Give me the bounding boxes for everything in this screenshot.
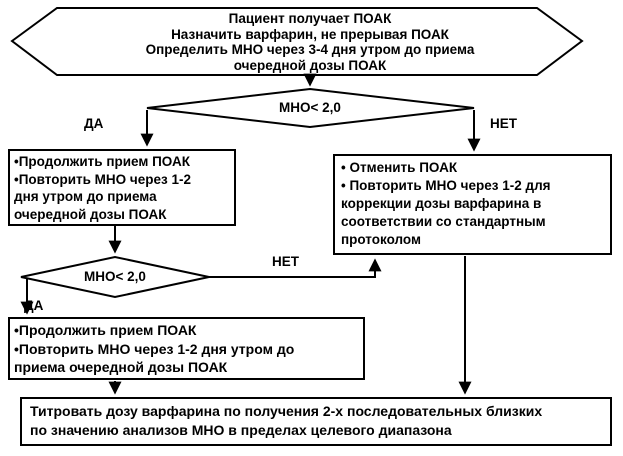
decision2-yes-label: ДА (24, 298, 44, 313)
box-continue-poak-1: •Продолжить прием ПОАК •Повторить МНО че… (8, 149, 236, 226)
decision1-label: МНО< 2,0 (279, 100, 341, 115)
start-step-text: Пациент получает ПОАК Назначить варфарин… (145, 11, 475, 73)
box-continue-poak-2: •Продолжить прием ПОАК •Повторить МНО че… (8, 317, 365, 380)
decision1-yes-label: ДА (84, 116, 104, 131)
box-continue-poak-2-text: •Продолжить прием ПОАК •Повторить МНО че… (14, 322, 295, 375)
start-hexagon-shape (10, 7, 584, 76)
box-continue-poak-1-text: •Продолжить прием ПОАК •Повторить МНО че… (14, 154, 192, 222)
decision2-no-label: НЕТ (272, 254, 299, 269)
decision2-label: МНО< 2,0 (84, 269, 146, 284)
decision1-no-label: НЕТ (490, 116, 517, 131)
box-cancel-poak-text: • Отменить ПОАК • Повторить МНО через 1-… (341, 160, 551, 247)
decision1-diamond-shape (146, 87, 475, 129)
connector-decision2-no (209, 258, 382, 278)
box-titrate-warfarin: Титровать дозу варфарина по получения 2-… (20, 397, 612, 446)
box-titrate-warfarin-text: Титровать дозу варфарина по получения 2-… (30, 403, 543, 438)
box-cancel-poak: • Отменить ПОАК • Повторить МНО через 1-… (333, 154, 612, 255)
